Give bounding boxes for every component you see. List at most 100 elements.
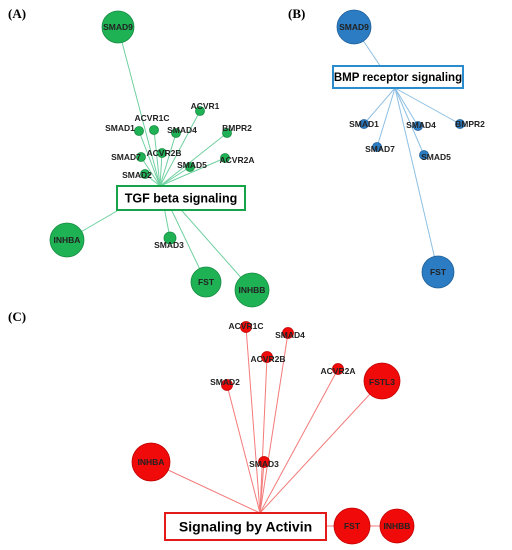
node-label: INHBA bbox=[54, 235, 81, 245]
node-label: SMAD5 bbox=[421, 152, 451, 162]
node-circle bbox=[363, 362, 401, 400]
node-label: FST bbox=[198, 277, 215, 287]
node-circle bbox=[282, 327, 294, 339]
hub-tgf-beta-signaling[interactable]: TGF beta signaling bbox=[116, 185, 246, 211]
node-label: BMPR2 bbox=[222, 123, 252, 133]
node-circle bbox=[359, 119, 369, 129]
panel-letter: (C) bbox=[8, 309, 26, 324]
node-label: SMAD4 bbox=[406, 120, 436, 130]
node-acvr2a[interactable]: ACVR2A bbox=[321, 363, 356, 377]
node-circle bbox=[185, 162, 195, 172]
edge-bmpr2 bbox=[394, 87, 461, 125]
node-label: ACVR2A bbox=[321, 366, 356, 376]
node-label: SMAD1 bbox=[349, 119, 379, 129]
node-label: SMAD4 bbox=[275, 330, 305, 340]
node-fst[interactable]: FST bbox=[421, 255, 455, 289]
node-smad4[interactable]: SMAD4 bbox=[275, 327, 305, 341]
edge-acvr2a bbox=[259, 368, 339, 514]
node-smad4[interactable]: SMAD4 bbox=[406, 120, 436, 131]
edge-fst bbox=[394, 87, 439, 273]
node-circle bbox=[379, 508, 415, 544]
hub-label: BMP receptor signaling bbox=[334, 72, 462, 84]
node-label: INHBB bbox=[239, 285, 266, 295]
edge-smad4 bbox=[394, 87, 419, 127]
node-smad5[interactable]: SMAD5 bbox=[177, 160, 207, 172]
node-bmpr2[interactable]: BMPR2 bbox=[222, 123, 252, 138]
hub-signaling-by-activin[interactable]: Signaling by Activin bbox=[164, 512, 327, 541]
panel-letter: (B) bbox=[288, 6, 305, 21]
edge-acvr1c bbox=[153, 129, 161, 187]
node-label: INHBA bbox=[138, 457, 165, 467]
node-acvr1c[interactable]: ACVR1C bbox=[135, 113, 170, 135]
edge-smad1 bbox=[138, 130, 161, 187]
edge-smad5 bbox=[159, 166, 191, 187]
node-label: FST bbox=[344, 521, 361, 531]
node-label: SMAD2 bbox=[210, 377, 240, 387]
node-circle bbox=[336, 9, 372, 45]
node-smad9[interactable]: SMAD9 bbox=[101, 10, 135, 44]
node-inhbb[interactable]: INHBB bbox=[234, 272, 270, 308]
node-circle bbox=[421, 255, 455, 289]
node-smad1[interactable]: SMAD1 bbox=[349, 119, 379, 129]
node-label: SMAD7 bbox=[365, 144, 395, 154]
node-fstl3[interactable]: FSTL3 bbox=[363, 362, 401, 400]
node-circle bbox=[258, 456, 270, 468]
node-acvr2b[interactable]: ACVR2B bbox=[147, 148, 182, 158]
node-circle bbox=[190, 266, 222, 298]
node-circle bbox=[136, 152, 146, 162]
node-fst[interactable]: FST bbox=[333, 507, 371, 545]
node-circle bbox=[234, 272, 270, 308]
node-label: FSTL3 bbox=[369, 377, 395, 387]
node-circle bbox=[134, 126, 144, 136]
node-label: ACVR2A bbox=[220, 155, 255, 165]
hub-label: TGF beta signaling bbox=[125, 192, 238, 206]
node-bmpr2[interactable]: BMPR2 bbox=[455, 119, 485, 129]
node-circle bbox=[171, 128, 181, 138]
hub-box bbox=[164, 512, 327, 541]
node-smad3[interactable]: SMAD3 bbox=[154, 231, 184, 250]
node-circle bbox=[140, 169, 150, 179]
edge-fstl3 bbox=[259, 380, 383, 514]
panel-letter: (A) bbox=[8, 6, 26, 21]
node-smad1[interactable]: SMAD1 bbox=[105, 123, 144, 136]
node-label: FST bbox=[430, 267, 447, 277]
node-circle bbox=[419, 150, 429, 160]
node-smad5[interactable]: SMAD5 bbox=[419, 150, 452, 163]
node-circle bbox=[149, 125, 159, 135]
node-fst[interactable]: FST bbox=[190, 266, 222, 298]
node-label: SMAD3 bbox=[249, 459, 279, 469]
node-smad7[interactable]: SMAD7 bbox=[111, 152, 146, 162]
node-inhba[interactable]: INHBA bbox=[49, 222, 85, 258]
node-acvr2a[interactable]: ACVR2A bbox=[220, 153, 255, 166]
node-label: ACVR2B bbox=[251, 354, 286, 364]
edge-smad3 bbox=[259, 461, 265, 514]
node-smad9[interactable]: SMAD9 bbox=[336, 9, 372, 45]
edge-smad4 bbox=[159, 132, 177, 187]
node-circle bbox=[101, 10, 135, 44]
edge-smad2 bbox=[226, 384, 261, 514]
node-smad4[interactable]: SMAD4 bbox=[167, 125, 197, 138]
node-smad3[interactable]: SMAD3 bbox=[249, 456, 279, 470]
node-label: SMAD9 bbox=[339, 22, 369, 32]
node-inhba[interactable]: INHBA bbox=[131, 442, 171, 482]
edge-acvr1c bbox=[245, 326, 261, 514]
node-acvr1[interactable]: ACVR1 bbox=[191, 101, 220, 116]
edge-group bbox=[150, 326, 397, 527]
node-acvr2b[interactable]: ACVR2B bbox=[251, 351, 286, 365]
edge-smad1 bbox=[363, 87, 396, 125]
node-circle bbox=[455, 119, 465, 129]
node-smad2[interactable]: SMAD2 bbox=[122, 169, 152, 181]
hub-box bbox=[332, 65, 464, 89]
hub-bmp-receptor-signaling[interactable]: BMP receptor signaling bbox=[332, 65, 464, 89]
node-smad7[interactable]: SMAD7 bbox=[365, 142, 395, 155]
node-smad2[interactable]: SMAD2 bbox=[210, 377, 240, 391]
node-circle bbox=[372, 142, 382, 152]
node-label: SMAD3 bbox=[154, 240, 184, 250]
node-circle bbox=[220, 153, 230, 163]
node-acvr1c[interactable]: ACVR1C bbox=[229, 321, 264, 333]
node-circle bbox=[131, 442, 171, 482]
node-inhbb[interactable]: INHBB bbox=[379, 508, 415, 544]
node-circle bbox=[221, 379, 233, 391]
